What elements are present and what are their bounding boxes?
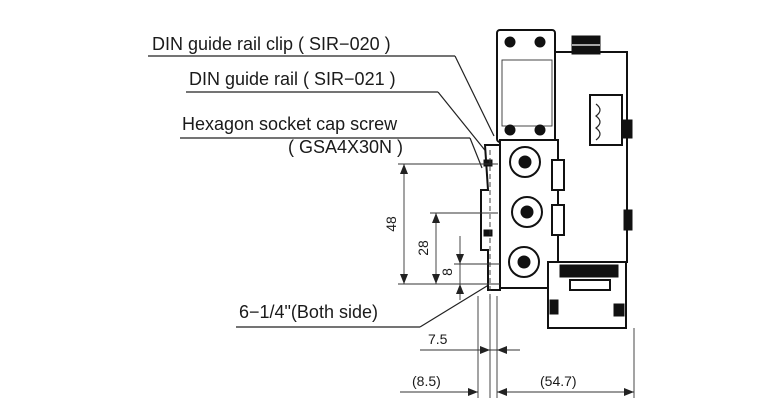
- dim-8-5: (8.5): [400, 373, 478, 396]
- din-rail-clip: [480, 144, 501, 291]
- leader-clip: [148, 55, 495, 137]
- solenoid-block: [554, 51, 628, 263]
- screw-head-icon: [504, 124, 516, 136]
- port-upper: [509, 146, 541, 178]
- dim-7-5: 7.5: [420, 331, 520, 354]
- coil-window: [589, 94, 623, 146]
- callout-hex-screw: Hexagon socket cap screw: [182, 114, 398, 134]
- screw-head-icon: [504, 36, 516, 48]
- valve-assembly: [480, 29, 633, 329]
- leader-screw: [180, 137, 483, 169]
- callout-din-rail-clip: DIN guide rail clip ( SIR−020 ): [152, 34, 391, 54]
- screw-head-icon: [534, 124, 546, 136]
- dim-54-7: (54.7): [497, 373, 634, 396]
- upper-housing: [496, 29, 556, 143]
- screw-head-icon: [534, 36, 546, 48]
- dim-8-label: 8: [439, 268, 455, 276]
- dim-8-5-label: (8.5): [412, 373, 441, 389]
- dim-8: 8: [439, 236, 464, 300]
- leader-ports: [236, 277, 501, 328]
- dim-28-label: 28: [415, 240, 431, 256]
- dim-28: 28: [415, 213, 440, 284]
- dim-7-5-label: 7.5: [428, 331, 448, 347]
- callout-hex-screw-part: ( GSA4X30N ): [288, 137, 403, 157]
- leader-rail: [186, 91, 489, 155]
- dim-54-7-label: (54.7): [540, 373, 577, 389]
- port-lower: [508, 246, 540, 278]
- dim-48: 48: [383, 164, 408, 284]
- port-middle: [511, 196, 543, 228]
- callout-ports: 6−1/4"(Both side): [239, 302, 378, 322]
- callout-din-rail: DIN guide rail ( SIR−021 ): [189, 69, 396, 89]
- dim-48-label: 48: [383, 216, 399, 232]
